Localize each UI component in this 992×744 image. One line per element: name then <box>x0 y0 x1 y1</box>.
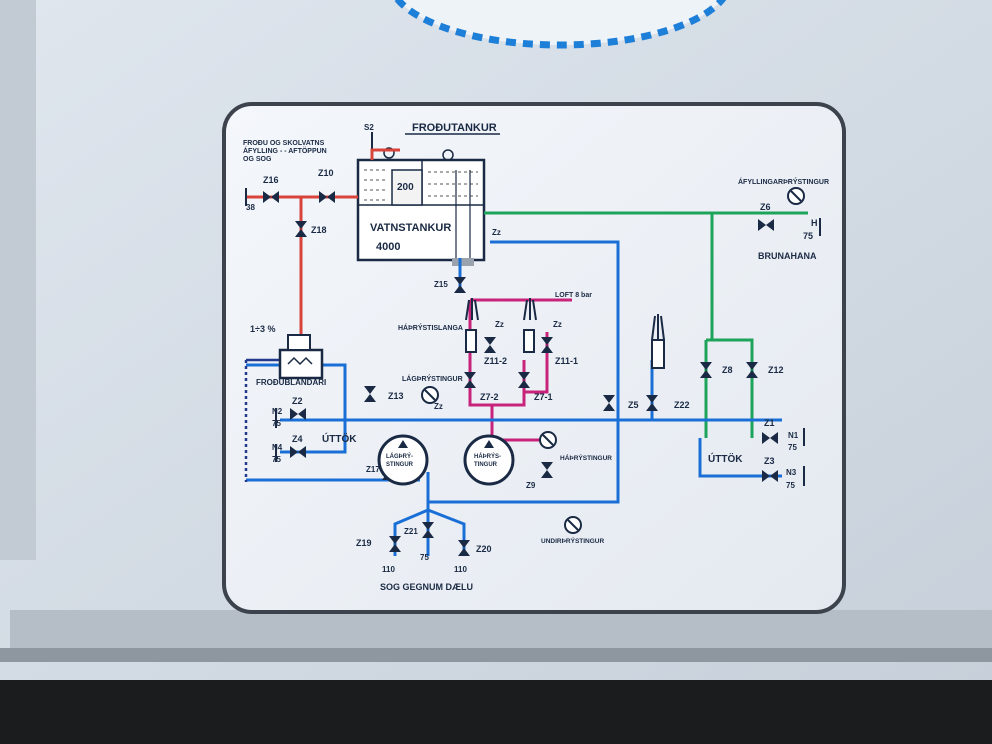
label-port-h: H <box>811 218 818 228</box>
label-z15: Z15 <box>434 280 448 289</box>
label-z1: Z1 <box>764 418 775 428</box>
label-foam-mixer: FROÐUBLANDARI <box>256 378 326 387</box>
foam-tank <box>391 169 423 206</box>
bottom-rail <box>10 610 992 650</box>
label-z3: Z3 <box>764 456 775 466</box>
label-z13: Z13 <box>388 391 404 401</box>
label-n2-75: 75 <box>272 419 281 428</box>
label-z12: Z12 <box>768 365 784 375</box>
label-outlets-left: ÚTTÖK <box>322 432 357 445</box>
port-ticks <box>245 188 821 486</box>
round-hatch-cover <box>393 0 727 49</box>
label-z5: Z5 <box>628 400 639 410</box>
label-z7-2: Z7-2 <box>480 392 499 402</box>
green-hydrant-pipes <box>484 211 808 438</box>
label-z8: Z8 <box>722 365 733 375</box>
label-zz-tank: Zz <box>492 228 501 237</box>
label-low-pump-2: STINGUR <box>386 462 414 468</box>
label-n4: N4 <box>272 443 283 452</box>
label-z2: Z2 <box>292 396 303 406</box>
dark-blue-mixer-lines <box>244 358 280 482</box>
left-panel-edge <box>0 0 36 560</box>
water-tank-title: VATNSTANKUR <box>370 222 451 234</box>
label-75-bottom: 75 <box>420 553 429 562</box>
label-suction: SOG GEGNUM DÆLU <box>380 582 473 592</box>
hose-nozzles <box>465 298 665 369</box>
label-zz-right: Zz <box>553 320 562 329</box>
foam-mixer <box>278 348 324 380</box>
label-loft: LOFT 8 bar <box>555 292 592 299</box>
label-110-right: 110 <box>454 565 467 574</box>
label-z19: Z19 <box>356 538 372 548</box>
label-zz-pump: Zz <box>434 402 443 411</box>
label-filling-pressure: ÁFYLLINGARÞRÝSTINGUR <box>738 177 829 186</box>
bottom-rail-shadow <box>0 648 992 662</box>
water-tank-volume: 4000 <box>376 241 400 253</box>
label-z22: Z22 <box>674 400 690 410</box>
header-line-3: OG SOG <box>243 156 272 163</box>
label-high-pressure-gauge: HÁÞRÝSTINGUR <box>560 453 612 462</box>
label-n1: N1 <box>788 431 799 440</box>
label-percent: 1÷3 % <box>250 324 275 334</box>
header-line-1: FROÐU OG SKOLVATNS <box>243 140 325 147</box>
label-z6: Z6 <box>760 202 771 212</box>
label-z9: Z9 <box>526 481 536 490</box>
label-z17: Z17 <box>366 465 380 474</box>
label-z4: Z4 <box>292 434 303 444</box>
label-zz-left: Zz <box>495 320 504 329</box>
label-high-pump-1: HÁÞRÝS- <box>474 453 501 460</box>
tank-assembly: FROÐUTANKUR 200 VATNSTANKUR 4000 S2 <box>356 122 500 266</box>
label-z16: Z16 <box>263 175 279 185</box>
label-z21: Z21 <box>404 527 418 536</box>
low-pressure-pump <box>377 434 429 486</box>
label-z20: Z20 <box>476 544 492 554</box>
label-n3: N3 <box>786 468 797 477</box>
tank-drain-sump <box>452 258 474 266</box>
label-110-left: 110 <box>382 565 395 574</box>
label-z11-2: Z11-2 <box>484 356 507 366</box>
label-z18: Z18 <box>311 225 327 235</box>
label-port-38: 38 <box>246 203 255 212</box>
label-n4-75: 75 <box>272 455 281 464</box>
label-n3-75: 75 <box>786 481 795 490</box>
label-brunahana: BRUNAHANA <box>758 251 817 261</box>
gauge-needles <box>424 190 802 531</box>
foam-tank-title: FROÐUTANKUR <box>412 122 497 134</box>
label-outlets-right: ÚTTÖK <box>708 452 743 465</box>
label-z7-1: Z7-1 <box>534 392 553 402</box>
label-vacuum: UNDIRÞRÝSTINGUR <box>541 536 605 545</box>
label-z10: Z10 <box>318 168 334 178</box>
s2-label: S2 <box>364 123 374 132</box>
label-high-pump-2: TINGUR <box>474 462 498 468</box>
header-line-2: ÁFYLLING - - AFTÖPPUN <box>243 146 327 155</box>
foam-tank-volume: 200 <box>397 182 414 193</box>
label-n2: N2 <box>272 407 283 416</box>
high-pressure-pump <box>463 434 515 486</box>
label-low-pressure: LÁGÞRÝSTINGUR <box>402 374 463 383</box>
label-low-pump-1: LÁGÞRÝ- <box>386 453 413 460</box>
label-n1-75: 75 <box>788 443 797 452</box>
label-z11-1: Z11-1 <box>555 356 578 366</box>
label-high-pressure-hose: HÁÞRÝSTISLANGA <box>398 323 463 332</box>
label-port-75-top: 75 <box>803 231 813 241</box>
